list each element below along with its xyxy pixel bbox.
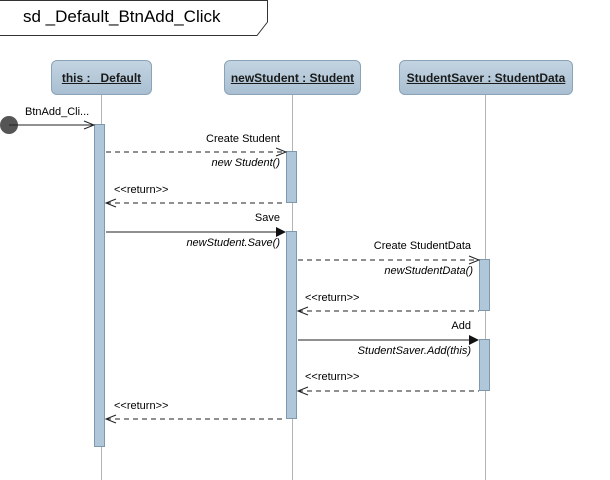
return-4-arrowhead bbox=[104, 414, 117, 424]
message-save-operation: newStudent.Save() bbox=[186, 237, 280, 249]
activation-studentsaver-create[interactable] bbox=[479, 259, 490, 311]
message-create-studentdata-operation: newStudentData() bbox=[384, 265, 473, 277]
return-1-arrowhead bbox=[104, 198, 117, 208]
message-btnadd-label: BtnAdd_Cli... bbox=[25, 106, 90, 118]
activation-newstudent-create[interactable] bbox=[286, 151, 297, 203]
message-save-label: Save bbox=[254, 212, 280, 224]
message-btnadd-arrowhead bbox=[83, 120, 96, 130]
lifeline-head-newstudent[interactable]: newStudent : Student bbox=[224, 60, 361, 95]
message-create-student-label: Create Student bbox=[206, 133, 280, 145]
return-4-label: <<return>> bbox=[114, 400, 169, 412]
activation-default[interactable] bbox=[94, 124, 105, 447]
return-3-label: <<return>> bbox=[305, 371, 360, 383]
message-add-label: Add bbox=[451, 320, 471, 332]
return-3-arrowhead bbox=[296, 386, 309, 396]
message-add-arrowhead bbox=[469, 335, 479, 345]
frame-tab bbox=[0, 0, 268, 36]
message-create-student-operation: new Student() bbox=[211, 157, 280, 169]
lifeline-head-default[interactable]: this : _Default bbox=[51, 60, 152, 95]
activation-studentsaver-add[interactable] bbox=[479, 339, 490, 391]
message-create-studentdata-arrowhead bbox=[468, 255, 481, 265]
message-add-operation: StudentSaver.Add(this) bbox=[357, 345, 471, 357]
message-save-arrowhead bbox=[276, 227, 286, 237]
lifeline-head-studentsaver[interactable]: StudentSaver : StudentData bbox=[399, 60, 573, 95]
return-1-label: <<return>> bbox=[114, 184, 169, 196]
return-2-label: <<return>> bbox=[305, 292, 360, 304]
return-2-arrowhead bbox=[296, 306, 309, 316]
message-create-student-arrowhead bbox=[275, 147, 288, 157]
message-create-studentdata-label: Create StudentData bbox=[373, 240, 471, 252]
activation-newstudent-save[interactable] bbox=[286, 231, 297, 419]
frame-title: sd _Default_BtnAdd_Click bbox=[23, 7, 221, 26]
